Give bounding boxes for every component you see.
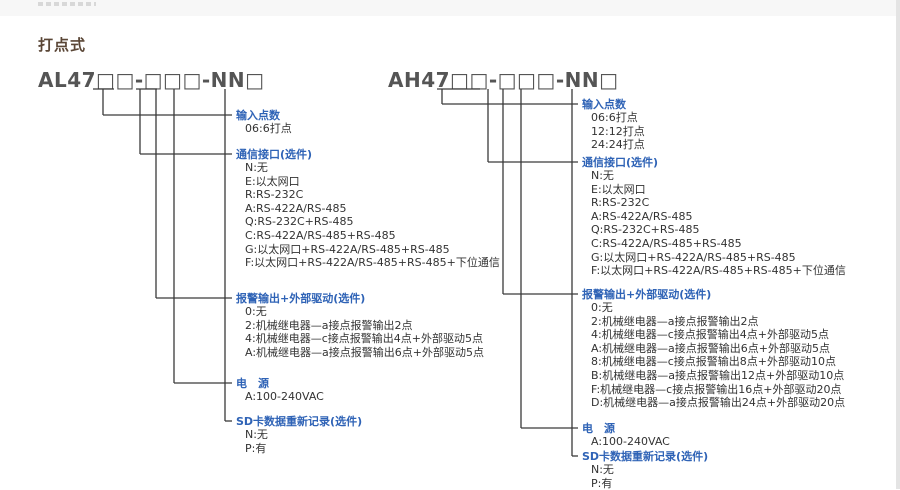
option-item: C:RS-422A/RS-485+RS-485 — [245, 228, 396, 242]
option-item: N:无 — [591, 169, 614, 182]
section-heading: SD卡数据重新记录(选件) — [236, 415, 363, 428]
option-item: 0:无 — [245, 305, 267, 318]
option-item: 8:机械继电器—c接点报警输出8点+外部驱动10点 — [591, 355, 836, 369]
section-heading: 电 源 — [236, 377, 269, 390]
section-heading: 输入点数 — [236, 109, 280, 122]
option-item: P:有 — [245, 441, 267, 455]
option-item: A:机械继电器—a接点报警输出6点+外部驱动5点 — [591, 341, 830, 355]
left-comm-interface: 通信接口(选件) N:无 E:以太网口 R:RS-232C A:RS-422A/… — [236, 148, 500, 270]
option-item: E:以太网口 — [591, 182, 646, 196]
option-item: R:RS-232C — [591, 196, 650, 210]
option-item: 4:机械继电器—c接点报警输出4点+外部驱动5点 — [245, 332, 483, 346]
option-item: P:有 — [591, 476, 613, 490]
option-item: A:100-240VAC — [591, 435, 670, 448]
section-heading: SD卡数据重新记录(选件) — [582, 450, 709, 463]
section-heading: 通信接口(选件) — [582, 156, 659, 169]
right-input-points: 输入点数 06:6打点 12:12打点 24:24打点 — [582, 98, 645, 152]
section-heading: 报警输出+外部驱动(选件) — [582, 288, 712, 301]
option-item: R:RS-232C — [245, 188, 304, 202]
option-item: Q:RS-232C+RS-485 — [591, 223, 700, 237]
model-code-al47: AL47□□-□□□-NN□ — [38, 68, 265, 92]
option-item: 4:机械继电器—c接点报警输出4点+外部驱动5点 — [591, 328, 829, 342]
option-item: 06:6打点 — [591, 111, 638, 124]
option-item: 24:24打点 — [591, 138, 645, 152]
section-heading: 电 源 — [582, 422, 615, 435]
option-item: F:以太网口+RS-422A/RS-485+RS-485+下位通信 — [245, 256, 500, 270]
right-connectors — [437, 88, 578, 457]
left-sd-card: SD卡数据重新记录(选件) N:无 P:有 — [236, 415, 362, 455]
section-heading: 输入点数 — [582, 98, 626, 111]
option-item: G:以太网口+RS-422A/RS-485+RS-485 — [245, 242, 450, 256]
option-item: B:机械继电器—a接点报警输出12点+外部驱动10点 — [591, 368, 845, 382]
left-power: 电 源 A:100-240VAC — [236, 377, 324, 404]
section-heading: 通信接口(选件) — [236, 148, 313, 161]
right-edge-bar — [896, 0, 900, 489]
option-item: N:无 — [245, 161, 268, 174]
option-item: 0:无 — [591, 301, 613, 314]
top-strip — [0, 0, 900, 16]
right-sd-card: SD卡数据重新记录(选件) N:无 P:有 — [582, 450, 708, 490]
option-item: N:无 — [591, 463, 614, 476]
option-item: F:以太网口+RS-422A/RS-485+RS-485+下位通信 — [591, 264, 846, 278]
option-item: 2:机械继电器—a接点报警输出2点 — [245, 318, 413, 332]
left-input-points: 输入点数 06:6打点 — [236, 109, 292, 136]
option-item: Q:RS-232C+RS-485 — [245, 215, 354, 229]
option-item: D:机械继电器—a接点报警输出24点+外部驱动20点 — [591, 396, 846, 410]
right-alarm-output: 报警输出+外部驱动(选件) 0:无 2:机械继电器—a接点报警输出2点 4:机械… — [582, 288, 845, 410]
option-item: C:RS-422A/RS-485+RS-485 — [591, 236, 742, 250]
option-item: N:无 — [245, 428, 268, 441]
page-title: 打点式 — [38, 36, 87, 54]
decorative-dots — [38, 2, 96, 6]
left-connectors — [93, 88, 232, 422]
model-code-ah47: AH47□□-□□□-NN□ — [388, 68, 619, 92]
left-alarm-output: 报警输出+外部驱动(选件) 0:无 2:机械继电器—a接点报警输出2点 4:机械… — [236, 292, 484, 359]
option-item: 06:6打点 — [245, 122, 292, 135]
section-heading: 报警输出+外部驱动(选件) — [236, 292, 366, 305]
option-item: A:机械继电器—a接点报警输出6点+外部驱动5点 — [245, 345, 484, 359]
option-item: 2:机械继电器—a接点报警输出2点 — [591, 314, 759, 328]
option-item: A:100-240VAC — [245, 390, 324, 403]
right-power: 电 源 A:100-240VAC — [582, 422, 670, 449]
option-item: A:RS-422A/RS-485 — [245, 201, 347, 215]
option-item: A:RS-422A/RS-485 — [591, 209, 693, 223]
right-comm-interface: 通信接口(选件) N:无 E:以太网口 R:RS-232C A:RS-422A/… — [582, 156, 846, 278]
option-item: F:机械继电器—c接点报警输出16点+外部驱动20点 — [591, 382, 842, 396]
option-item: E:以太网口 — [245, 174, 300, 188]
option-item: 12:12打点 — [591, 124, 645, 138]
option-item: G:以太网口+RS-422A/RS-485+RS-485 — [591, 250, 796, 264]
